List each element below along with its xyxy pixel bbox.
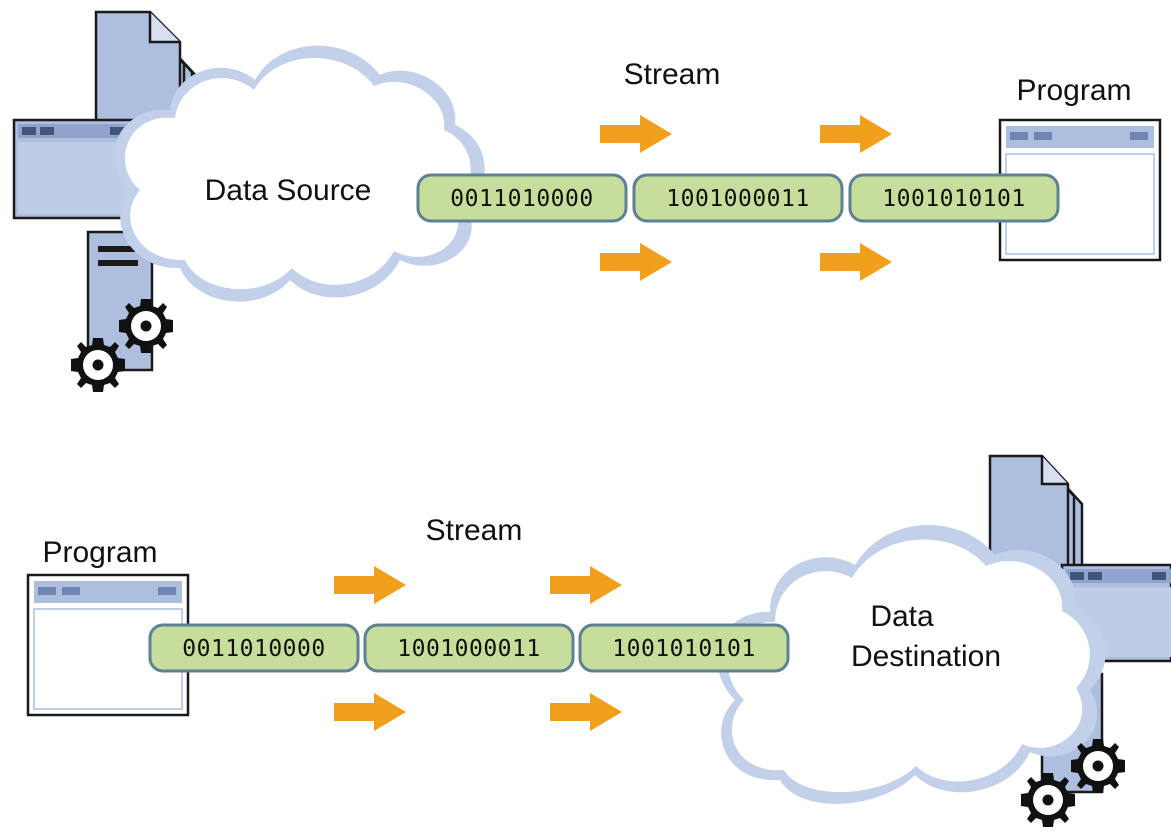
arrow-right-icon (334, 693, 406, 731)
gear-icon (71, 338, 125, 392)
cloud-icon (113, 45, 485, 302)
arrow-right-icon (600, 243, 672, 281)
stream-label: Stream (624, 58, 721, 91)
arrow-right-icon (550, 566, 622, 604)
stream-segment: 0011010000 (148, 623, 360, 673)
svg-text:1001010101: 1001010101 (882, 186, 1025, 212)
gear-icon (1021, 773, 1075, 827)
stream-segment: 1001000011 (363, 623, 575, 673)
stream-segment: 0011010000 (416, 173, 628, 223)
stream-segment: 1001010101 (578, 623, 790, 673)
svg-text:0011010000: 0011010000 (182, 636, 325, 662)
destination-label-line1: Data (870, 600, 934, 633)
svg-text:1001000011: 1001000011 (666, 186, 809, 212)
bottom-diagram: Stream Program (26, 454, 1171, 827)
stream-segment: 1001000011 (632, 173, 844, 223)
gear-icon (119, 299, 173, 353)
program-label: Program (42, 536, 157, 569)
document-stack-icon (988, 454, 1084, 592)
svg-text:1001000011: 1001000011 (397, 636, 540, 662)
svg-text:1001010101: 1001010101 (612, 636, 755, 662)
arrow-right-icon (550, 693, 622, 731)
source-label: Data Source (205, 174, 372, 207)
svg-text:0011010000: 0011010000 (450, 186, 593, 212)
program-label: Program (1016, 74, 1131, 107)
destination-label-line2: Destination (851, 640, 1001, 673)
arrow-right-icon (600, 115, 672, 153)
arrow-right-icon (820, 115, 892, 153)
top-diagram: Data Source Stream Program 0011010000 10… (12, 10, 1162, 392)
arrow-right-icon (334, 566, 406, 604)
arrow-right-icon (820, 243, 892, 281)
gear-icon (1071, 739, 1125, 793)
stream-segment: 1001010101 (848, 173, 1060, 223)
stream-label: Stream (426, 514, 523, 547)
cloud-icon (717, 524, 1106, 804)
